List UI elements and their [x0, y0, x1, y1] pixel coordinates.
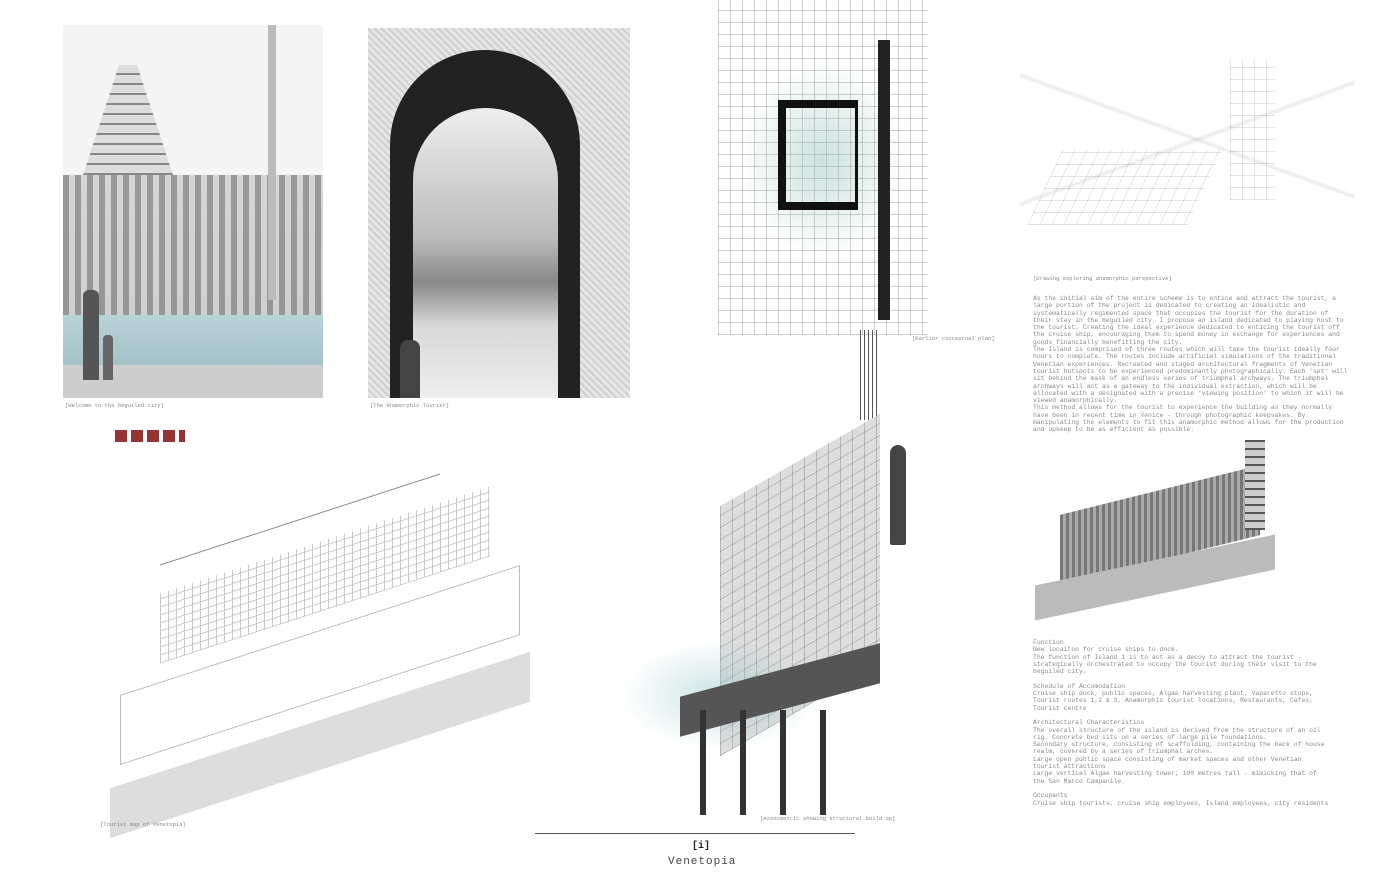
caption-welcome: [Welcome to the beguiled city]	[65, 402, 165, 409]
arch-drawing	[368, 28, 630, 398]
tourist-figure	[400, 340, 420, 398]
arch-opening	[413, 108, 558, 398]
caption-map: [Tourist map of Venetopia]	[100, 821, 186, 828]
island-render	[1030, 440, 1300, 630]
plan-structure	[778, 100, 858, 210]
plan-spine	[878, 40, 890, 320]
figure-child	[103, 335, 113, 380]
axon-piles	[700, 710, 860, 815]
spec-text: Function New locaiton for cruise ships t…	[1033, 639, 1329, 807]
conceptual-plan	[718, 0, 928, 335]
map-photos	[115, 430, 185, 442]
caption-tourist: [The Anamorphic Tourist]	[370, 402, 450, 409]
intro-text: As the initial aim of the entire scheme …	[1033, 295, 1348, 434]
caption-perspective: [Drawing exploring anamorphic perspectiv…	[1033, 275, 1172, 282]
welcome-drawing	[63, 25, 323, 398]
caption-axon: [Axonometric showing structural build up…	[760, 815, 896, 822]
pyramid-stairs	[83, 65, 173, 175]
venetopia-logo: [i]	[692, 841, 711, 852]
tower-pole	[268, 25, 276, 300]
algae-tower	[1245, 440, 1265, 530]
caption-plan: [Earlier conceptual plan]	[912, 335, 995, 342]
tower-sketch	[1230, 60, 1275, 200]
figure-adult	[83, 290, 99, 380]
tourist-map	[100, 424, 540, 839]
board-title: Venetopia	[668, 856, 737, 868]
cruise-ship	[890, 445, 906, 545]
axon-drawing	[620, 400, 910, 815]
perspective-drawing	[1020, 40, 1355, 275]
scaffold-sketch	[1027, 150, 1223, 225]
footer-rule	[535, 833, 855, 834]
connector-lines	[860, 330, 880, 420]
